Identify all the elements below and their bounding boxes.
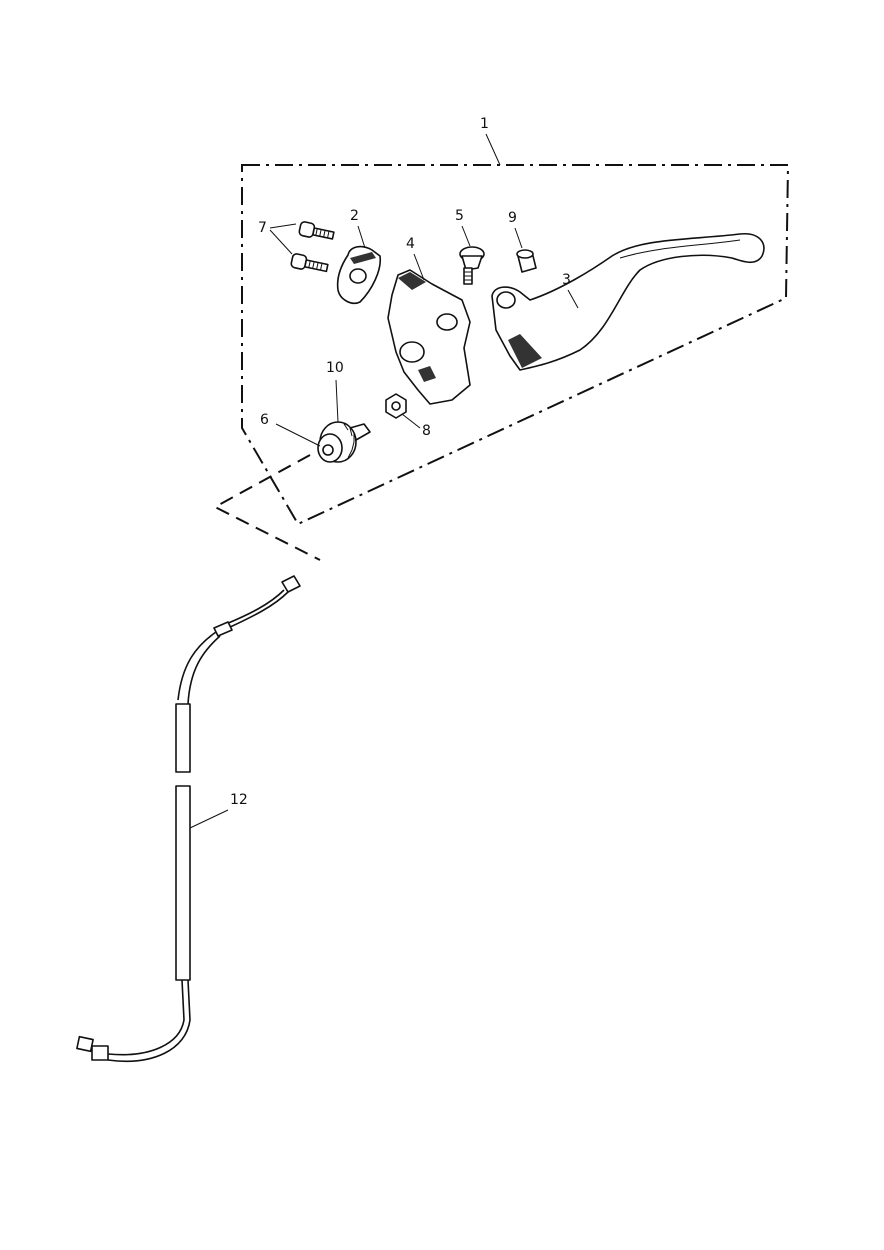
- leader-7a: [269, 223, 297, 229]
- callout-8: 8: [422, 423, 431, 439]
- leader-8: [401, 413, 421, 429]
- leader-7b: [269, 229, 293, 255]
- callout-2: 2: [350, 208, 359, 224]
- callout-3: 3: [562, 272, 571, 288]
- callout-7: 7: [258, 220, 267, 236]
- part-9-bushing: [516, 249, 537, 273]
- part-10-adjuster: [317, 421, 371, 463]
- part-2-clamp: [336, 245, 382, 305]
- leader-5: [461, 225, 471, 247]
- leader-3: [567, 289, 579, 309]
- assembly-boundary: [241, 164, 790, 526]
- leader-9: [514, 227, 523, 249]
- callout-5: 5: [455, 208, 464, 224]
- part-3-lever: [491, 233, 765, 371]
- callout-4: 4: [406, 236, 415, 252]
- leader-10: [335, 379, 339, 423]
- leader-4: [413, 253, 425, 281]
- part-8-nut: [385, 393, 407, 419]
- leader-1: [485, 133, 501, 166]
- callout-12: 12: [230, 792, 248, 808]
- callout-6: 6: [260, 412, 269, 428]
- part-5-pivot-bolt: [459, 246, 485, 285]
- leader-6: [275, 423, 321, 447]
- callout-1: 1: [480, 116, 489, 132]
- part-7-screws: [290, 221, 335, 273]
- callout-10: 10: [326, 360, 344, 376]
- leader-12: [189, 809, 229, 829]
- leader-2: [357, 225, 366, 249]
- cable-link-boundary: [212, 454, 321, 561]
- part-12-cable: [76, 575, 301, 1062]
- part-4-lever-bracket: [387, 269, 471, 405]
- callout-9: 9: [508, 210, 517, 226]
